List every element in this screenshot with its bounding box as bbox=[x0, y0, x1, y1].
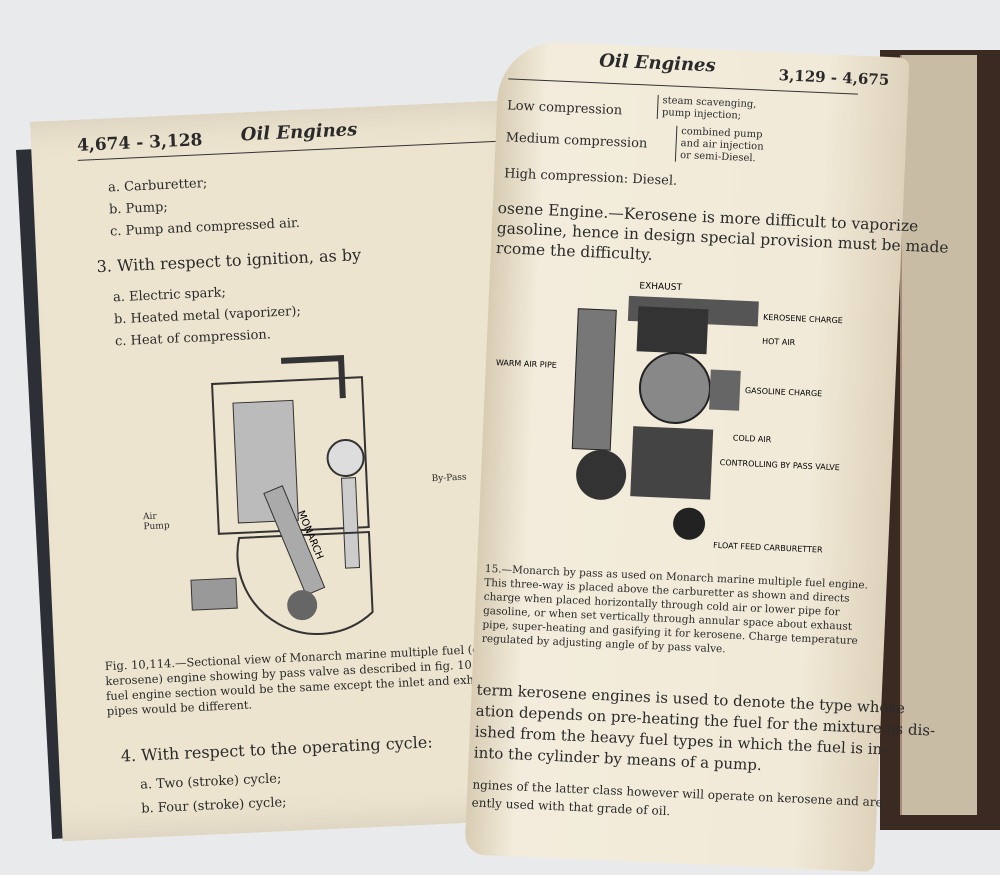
controlling-label: CONTROLLING BY PASS VALVE bbox=[720, 458, 840, 472]
paragraph: term kerosene engines is used to denote … bbox=[473, 680, 936, 775]
list-item: c. Pump and compressed air. bbox=[109, 215, 301, 240]
bypass-valve-diagram: EXHAUST KEROSENE CHARGE HOT AIR GASOLINE… bbox=[496, 281, 843, 555]
float-feed-label: FLOAT FEED CARBURETTER bbox=[713, 541, 823, 555]
running-title: Oil Engines bbox=[240, 119, 358, 146]
list-item: b. Four (stroke) cycle; bbox=[140, 795, 287, 817]
right-page: Oil Engines 3,129 - 4,675 Low compressio… bbox=[464, 40, 949, 873]
low-compression: Low compression bbox=[506, 98, 623, 119]
page-number: 4,674 - 3,128 bbox=[76, 130, 203, 156]
section-heading: 4. With respect to the operating cycle: bbox=[120, 732, 434, 766]
list-item: a. Electric spark; bbox=[112, 285, 227, 306]
medium-compression: Medium compression bbox=[505, 130, 648, 152]
warm-air-label: WARM AIR PIPE bbox=[496, 358, 557, 370]
page-edges bbox=[900, 55, 977, 815]
section-heading: 3. With respect to ignition, as by bbox=[96, 245, 362, 277]
exhaust-label: EXHAUST bbox=[639, 281, 682, 293]
list-item: a. Two (stroke) cycle; bbox=[139, 771, 282, 793]
high-compression: High compression: Diesel. bbox=[503, 166, 678, 189]
air-pump-label: Air Pump bbox=[142, 511, 170, 533]
paragraph: ngines of the latter class however will … bbox=[471, 777, 883, 819]
cold-air-label: COLD AIR bbox=[733, 434, 772, 445]
list-item: c. Heat of compression. bbox=[114, 327, 272, 350]
low-detail: steam scavenging,pump injection; bbox=[656, 94, 757, 124]
left-page: 4,674 - 3,128 Oil Engines a. Carburetter… bbox=[30, 98, 583, 842]
engine-section-diagram: MONARCH bbox=[190, 355, 374, 635]
kerosene-charge-label: KEROSENE CHARGE bbox=[763, 313, 843, 325]
list-item: a. Carburetter; bbox=[107, 176, 208, 196]
hot-air-label: HOT AIR bbox=[762, 337, 796, 347]
list-item: b. Pump; bbox=[108, 199, 169, 218]
gasoline-charge-label: GASOLINE CHARGE bbox=[745, 386, 823, 398]
running-title: Oil Engines bbox=[598, 50, 717, 77]
list-item: b. Heated metal (vaporizer); bbox=[113, 303, 302, 328]
figure-caption: 15.—Monarch by pass as used on Monarch m… bbox=[481, 562, 869, 656]
bypass-label: By-Pass bbox=[431, 472, 467, 485]
paragraph: osene Engine.—Kerosene is more difficult… bbox=[495, 199, 949, 264]
page-number: 3,129 - 4,675 bbox=[778, 66, 890, 90]
